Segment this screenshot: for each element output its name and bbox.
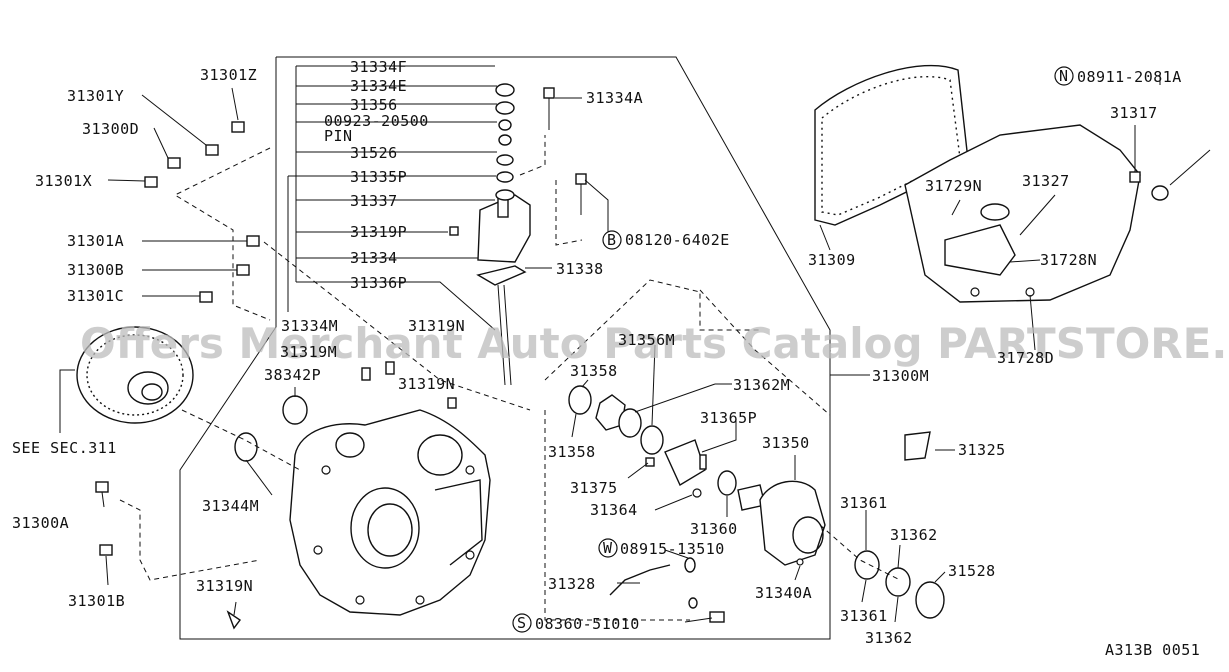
label-31336P: 31336P: [350, 274, 407, 292]
label-31361-upper: 31361: [840, 494, 888, 512]
label-31362-upper: 31362: [890, 526, 938, 544]
badge-s-circle: [512, 613, 532, 633]
label-pin: PIN: [324, 127, 353, 145]
label-31300A: 31300A: [12, 514, 69, 532]
label-31309: 31309: [808, 251, 856, 269]
label-31328: 31328: [548, 575, 596, 593]
label-08120-6402E: 08120-6402E: [625, 231, 730, 249]
label-31358-lower: 31358: [548, 443, 596, 461]
label-31300B: 31300B: [67, 261, 124, 279]
watermark: Offers Merchant Auto Parts Catalog PARTS…: [80, 319, 1229, 368]
label-31334: 31334: [350, 249, 398, 267]
label-08911-2081A: 08911-2081A: [1077, 68, 1182, 86]
label-31334E: 31334E: [350, 77, 407, 95]
badge-s: S: [517, 614, 527, 632]
badge-n-circle: [1054, 66, 1074, 86]
label-31365P: 31365P: [700, 409, 757, 427]
label-31356: 31356: [350, 96, 398, 114]
label-31337: 31337: [350, 192, 398, 210]
label-31344M: 31344M: [202, 497, 259, 515]
label-31364: 31364: [590, 501, 638, 519]
control-valve: [476, 194, 531, 386]
label-31350: 31350: [762, 434, 810, 452]
label-31362M: 31362M: [733, 376, 790, 394]
label-31334A: 31334A: [586, 89, 643, 107]
label-31319N-mid: 31319N: [398, 375, 455, 393]
label-31358-upper: 31358: [570, 362, 618, 380]
label-31317: 31317: [1110, 104, 1158, 122]
label-31301X: 31301X: [35, 172, 92, 190]
badge-w: W: [603, 539, 613, 557]
label-31325: 31325: [958, 441, 1006, 459]
label-00923-20500: 00923-20500: [324, 112, 429, 130]
label-31360: 31360: [690, 520, 738, 538]
transmission-case: [289, 409, 491, 616]
label-31327: 31327: [1022, 172, 1070, 190]
label-31319N-lower: 31319N: [196, 577, 253, 595]
label-31362-lower: 31362: [865, 629, 913, 647]
label-31301B: 31301B: [68, 592, 125, 610]
label-31729N: 31729N: [925, 177, 982, 195]
label-31356M: 31356M: [618, 331, 675, 349]
label-08915-13510: 08915-13510: [620, 540, 725, 558]
label-31301A: 31301A: [67, 232, 124, 250]
label-31319M: 31319M: [280, 343, 337, 361]
label-08360-51010: 08360-51010: [535, 615, 640, 633]
label-38342P: 38342P: [264, 366, 321, 384]
label-31301C: 31301C: [67, 287, 124, 305]
label-31335P: 31335P: [350, 168, 407, 186]
label-31301Y: 31301Y: [67, 87, 124, 105]
label-31375: 31375: [570, 479, 618, 497]
upper-valve-frame: [179, 56, 831, 640]
rear-case: [904, 124, 1141, 303]
label-31526: 31526: [350, 144, 398, 162]
pump-sub-frame: [544, 279, 760, 381]
badge-w-circle: [598, 538, 618, 558]
badge-b-circle: [602, 230, 622, 250]
label-31300M: 31300M: [872, 367, 929, 385]
small-parts: [226, 171, 1169, 630]
valve-stack-parts: [495, 83, 515, 201]
label-31334M: 31334M: [281, 317, 338, 335]
label-31301Z: 31301Z: [200, 66, 257, 84]
guide-lines: [119, 135, 901, 621]
torque-converter: [76, 326, 194, 424]
label-31338: 31338: [556, 260, 604, 278]
label-31300D: 31300D: [82, 120, 139, 138]
label-31728N: 31728N: [1040, 251, 1097, 269]
label-see-sec-311: SEE SEC.311: [12, 439, 117, 457]
label-31319P: 31319P: [350, 223, 407, 241]
label-31334F: 31334F: [350, 58, 407, 76]
label-31528: 31528: [948, 562, 996, 580]
badge-n: N: [1059, 67, 1069, 85]
label-31340A: 31340A: [755, 584, 812, 602]
diagram-code: A313B 0051: [1105, 641, 1200, 659]
badge-b: B: [607, 231, 617, 249]
label-31728D: 31728D: [997, 349, 1054, 367]
label-31319N-upper: 31319N: [408, 317, 465, 335]
leader-lines: [59, 65, 1211, 623]
label-31361-lower: 31361: [840, 607, 888, 625]
